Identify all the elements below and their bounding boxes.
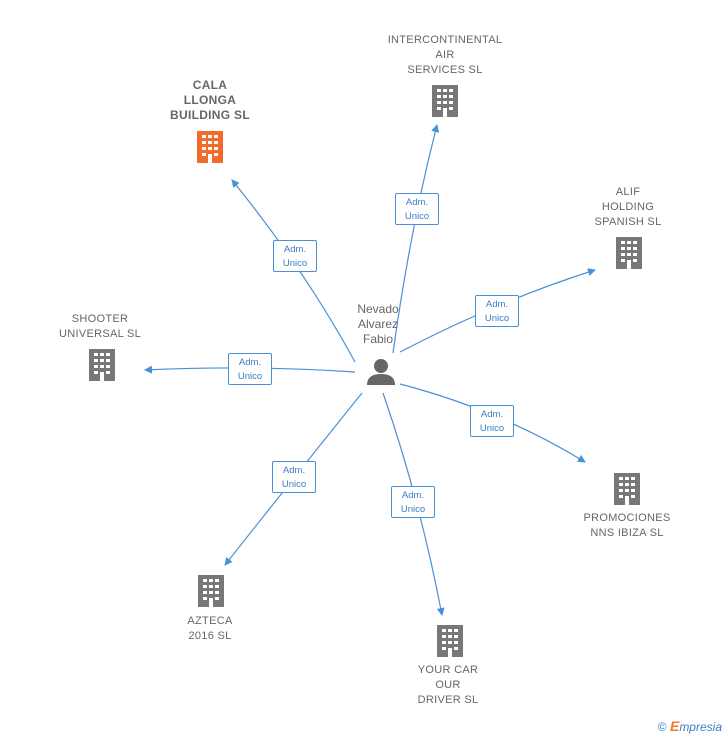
building-icon-intercontinental[interactable] bbox=[432, 85, 458, 117]
building-icon-shooter[interactable] bbox=[89, 349, 115, 381]
person-name[interactable]: Nevado Alvarez Fabio bbox=[357, 302, 399, 346]
edge-label-yourcar: Adm. Unico bbox=[391, 486, 435, 518]
edge-label-shooter: Adm. Unico bbox=[228, 353, 272, 385]
edges bbox=[144, 124, 596, 616]
building-icon-cala-llonga[interactable] bbox=[197, 131, 223, 163]
building-icon-azteca[interactable] bbox=[198, 575, 224, 607]
edge-label-alif: Adm. Unico bbox=[475, 295, 519, 327]
brand-logo-initial: E bbox=[669, 718, 680, 734]
building-icon-yourcar[interactable] bbox=[437, 625, 463, 657]
brand-logo-text: mpresia bbox=[679, 720, 722, 734]
building-icon-promociones[interactable] bbox=[614, 473, 640, 505]
edge-label-azteca: Adm. Unico bbox=[272, 461, 316, 493]
copyright-icon: © bbox=[657, 720, 667, 734]
company-label-promociones[interactable]: PROMOCIONES NNS IBIZA SL bbox=[583, 512, 671, 539]
edge-label-intercontinental: Adm. Unico bbox=[395, 193, 439, 225]
company-label-shooter[interactable]: SHOOTER UNIVERSAL SL bbox=[58, 313, 142, 340]
company-label-alif[interactable]: ALIF HOLDING SPANISH SL bbox=[594, 186, 662, 228]
footer-brand: © Empresia bbox=[658, 718, 722, 734]
building-icon-alif[interactable] bbox=[616, 237, 642, 269]
company-label-cala-llonga[interactable]: CALA LLONGA BUILDING SL bbox=[170, 78, 250, 122]
company-label-intercontinental[interactable]: INTERCONTINENTAL AIR SERVICES SL bbox=[387, 34, 503, 76]
edge-label-promociones: Adm. Unico bbox=[470, 405, 514, 437]
person-icon[interactable] bbox=[367, 359, 395, 385]
edge-label-cala-llonga: Adm. Unico bbox=[273, 240, 317, 272]
edge-intercontinental bbox=[392, 124, 440, 354]
company-label-yourcar[interactable]: YOUR CAR OUR DRIVER SL bbox=[417, 664, 479, 706]
company-label-azteca[interactable]: AZTECA 2016 SL bbox=[187, 615, 233, 642]
